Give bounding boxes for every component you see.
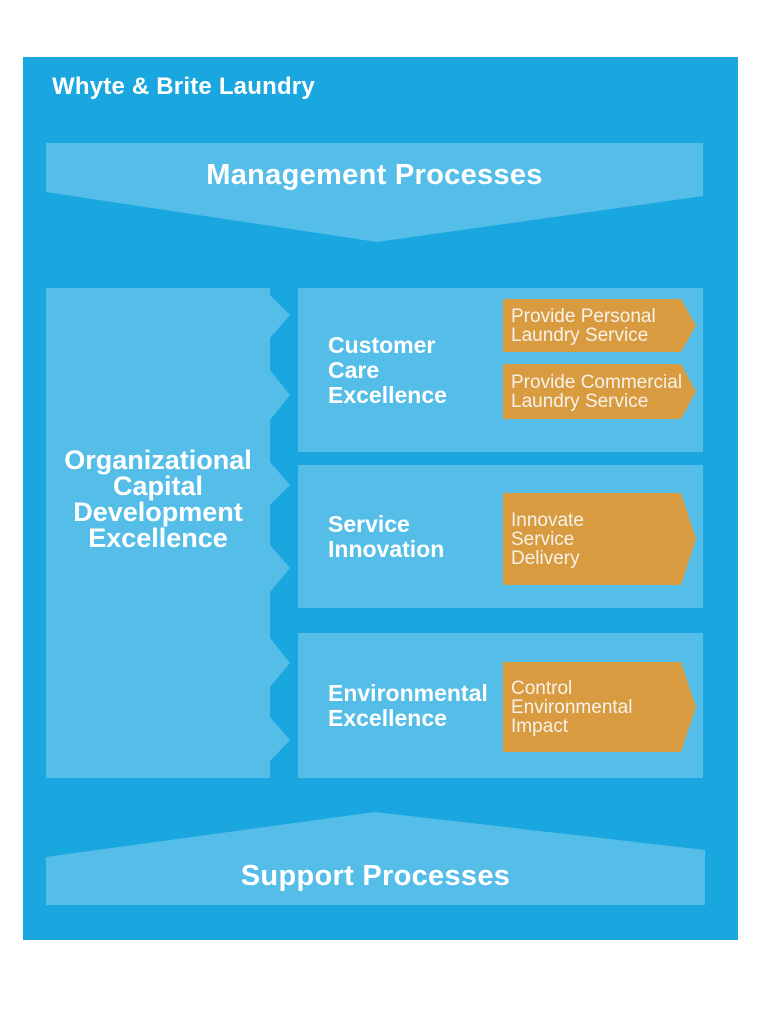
arrow-line: Laundry Service	[511, 324, 649, 346]
arrow-line: Provide Personal	[511, 305, 656, 327]
arrow-line: Delivery	[511, 547, 580, 569]
arrow-line: Impact	[511, 715, 569, 737]
arrow-line: Laundry Service	[511, 390, 649, 412]
process-row-environmental: Environmental Excellence Control Environ…	[298, 633, 703, 778]
process-arrow-provide-personal: Provide Personal Laundry Service	[503, 299, 696, 352]
row-title-line: Service	[328, 510, 410, 537]
arrow-line: Environmental	[511, 696, 633, 718]
process-arrow-provide-commercial: Provide Commercial Laundry Service	[503, 364, 696, 419]
management-processes-banner: Management Processes	[46, 143, 703, 242]
row-title-line: Innovation	[328, 535, 445, 562]
org-capital-line: Excellence	[88, 523, 228, 553]
row-title-line: Care	[328, 356, 380, 383]
company-title: Whyte & Brite Laundry	[52, 73, 315, 100]
arrow-line: Control	[511, 677, 573, 699]
support-processes-label: Support Processes	[240, 860, 511, 892]
org-capital-line: Capital	[112, 471, 204, 501]
org-capital-panel: Organizational Capital Development Excel…	[46, 288, 290, 778]
support-processes-banner: Support Processes	[46, 812, 705, 905]
row-title-service-innovation: Service Innovation	[328, 465, 444, 608]
row-title-line: Excellence	[328, 704, 447, 731]
process-row-customer-care: Customer Care Excellence Provide Persona…	[298, 288, 703, 452]
org-capital-line: Organizational	[64, 445, 252, 475]
row-title-customer-care: Customer Care Excellence	[328, 288, 447, 452]
arrow-line: Provide Commercial	[511, 371, 683, 393]
row-title-line: Environmental	[328, 679, 488, 706]
row-title-environmental: Environmental Excellence	[328, 633, 488, 778]
management-processes-label: Management Processes	[206, 159, 543, 191]
row-title-line: Excellence	[328, 381, 447, 408]
arrow-line: Innovate	[511, 509, 584, 531]
arrow-line: Service	[511, 528, 575, 550]
row-title-line: Customer	[328, 331, 436, 358]
process-arrow-control-environmental: Control Environmental Impact	[503, 662, 696, 752]
process-map-canvas: Whyte & Brite Laundry Management Process…	[23, 57, 738, 940]
org-capital-line: Development	[73, 497, 243, 527]
process-arrow-innovate-service: Innovate Service Delivery	[503, 493, 696, 585]
process-row-service-innovation: Service Innovation Innovate Service Deli…	[298, 465, 703, 608]
